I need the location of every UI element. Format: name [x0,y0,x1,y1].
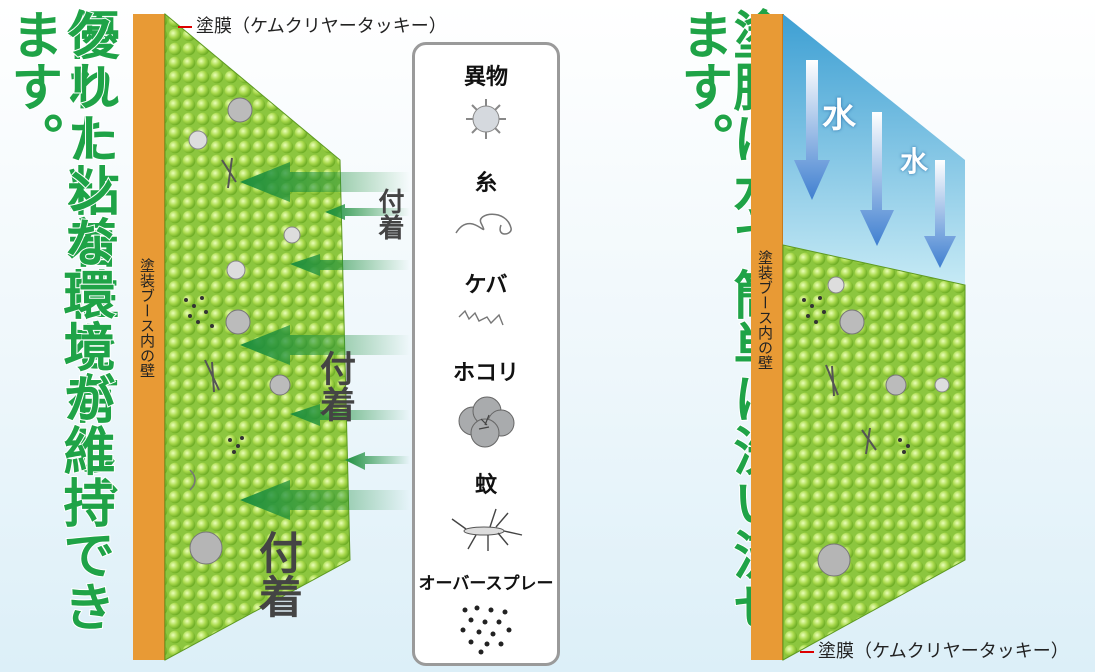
water-label-2: 水 [900,145,929,178]
attach-label-small: 付着 [374,188,404,240]
legend-item-hokori: ホコリ [415,355,557,457]
spray-dots-icon [460,605,512,655]
water-label-1: 水 [822,96,856,136]
foreign-matter-legend: 異物 糸 ケバ ホコリ 蚊 [412,42,560,666]
left-headline-col2: クリーンな環境が維持できます。 [1,7,115,633]
attach-label-medium: 付着 [314,350,355,422]
spiky-particle-icon [466,99,506,139]
thread-icon [455,213,512,235]
wall-label-left: 塗装ブース内の壁 [138,258,156,378]
left-headline-col1: 優れた粘着性を有し、 [57,7,119,529]
fluff-icon [458,309,504,326]
legend-item-overspray: オーバースプレー [415,569,557,661]
callout-line [800,651,814,653]
coating-callout-bottom: 塗膜（ケムクリヤータッキー） [800,637,1069,663]
legend-item-ito: 糸 [415,165,557,249]
wall-label-right: 塗装ブース内の壁 [756,250,774,370]
attach-label-large: 付着 [251,530,302,618]
legend-item-ibutsu: 異物 [415,59,557,147]
callout-line [178,26,192,28]
legend-item-ka: 蚊 [415,467,557,559]
legend-item-keba: ケバ [415,267,557,337]
dust-cloud-icon [458,396,515,448]
coating-callout-top: 塗膜（ケムクリヤータッキー） [178,12,447,38]
mosquito-icon [451,508,523,551]
